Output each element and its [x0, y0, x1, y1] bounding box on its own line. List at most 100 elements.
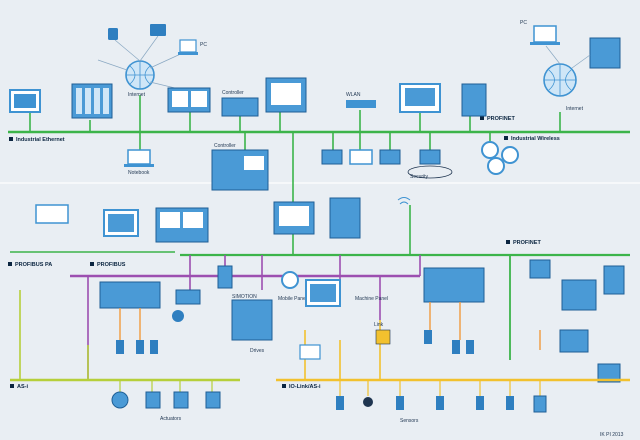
plc-rack-mid-icon [329, 197, 361, 239]
industrial-ethernet-label: Industrial Ethernet [16, 137, 65, 143]
process-station-icon [35, 204, 69, 224]
iolink-master-icon [533, 395, 547, 413]
drives-icon [231, 299, 273, 341]
profibus-marker [90, 262, 94, 266]
profinet-top-marker [480, 116, 484, 120]
sensors-label: Sensors [400, 418, 419, 424]
mobile-panel-label: Mobile Panel [278, 296, 307, 302]
orange-drop-lines [119, 302, 541, 350]
switch-icon [379, 149, 401, 165]
scalance-icon [419, 149, 441, 165]
machine-hmi-screen-icon [279, 206, 309, 226]
profibus-pa-label: PROFIBUS PA [15, 262, 52, 268]
profinet-top-label: PROFINET [487, 116, 515, 122]
panel-pc-screen-icon [271, 83, 301, 105]
scanner-icon [597, 363, 621, 383]
drives-label: Drives [250, 348, 265, 354]
internet-right-link-a [545, 45, 561, 65]
wireless-marker [504, 136, 508, 140]
et200-rack-icon [423, 267, 485, 303]
scada-screen-a-icon [160, 212, 180, 228]
asi-motor-icon [111, 391, 129, 409]
sensor-b-icon [363, 397, 373, 407]
sensor-c-icon [396, 396, 404, 410]
simotion-icon [217, 265, 233, 289]
asi-label: AS-i [17, 384, 28, 390]
notebook-icon [127, 149, 151, 165]
ipc-small-icon [299, 344, 321, 360]
copyright-label: IK PI 2013 [600, 432, 624, 438]
asi-module-c-icon [205, 391, 221, 409]
profibus-pa-marker [8, 262, 12, 266]
pc-right-base-icon [530, 42, 560, 45]
pc-right-label: PC [520, 20, 527, 26]
tablet-icon [150, 24, 166, 36]
profinet-mid-marker [506, 240, 510, 244]
internet-right-label: Internet [566, 106, 584, 112]
field-devices [116, 330, 474, 354]
industrial-ethernet-marker [9, 137, 13, 141]
profibus-label: PROFIBUS [97, 262, 126, 268]
io-module-b-icon [603, 265, 625, 295]
wlan-access-point-icon [346, 100, 376, 108]
asi-master-icon [375, 329, 391, 345]
internet-left-label: Internet [128, 92, 146, 98]
asi-marker [10, 384, 14, 388]
hmi-basic-icon [175, 289, 201, 305]
controller-top-icon [221, 97, 259, 117]
pc-top-icon [179, 39, 197, 53]
controller-mid-screen-icon [244, 156, 264, 170]
controller-top-label: Controller [222, 90, 244, 96]
hmi-screen-a-icon [172, 91, 188, 107]
iolink-drop-lines [339, 380, 541, 396]
pc-top-base-icon [178, 52, 198, 55]
machine-panel-screen-icon [310, 284, 336, 302]
globe-grid-right [544, 64, 576, 96]
hmi-screen-b-icon [191, 91, 207, 107]
robot-controller-icon [561, 279, 597, 311]
asi-module-b-icon [173, 391, 189, 409]
pc-right-icon [533, 25, 557, 43]
controller-cabinet-icon [461, 83, 487, 117]
globe-grid-left [126, 61, 154, 89]
io-module-a-icon [529, 259, 551, 279]
engineering-screen-icon [108, 214, 134, 232]
industrial-wireless-label: Industrial Wireless [511, 136, 560, 142]
sensor-f-icon [506, 396, 514, 410]
remote-terminal-icon [349, 149, 373, 165]
wifi-icon [397, 197, 411, 205]
notebook-label: Notebook [128, 170, 150, 176]
controller-mid-label: Controller [214, 143, 236, 149]
pc-top-label: PC [200, 42, 207, 48]
asi-drop-lines [119, 380, 213, 392]
security-module-icon [321, 149, 343, 165]
wireless-client-c-icon [487, 157, 505, 175]
internet-right-link-b [571, 54, 591, 69]
server-rack-slots-icon [76, 88, 109, 114]
machine-panel-label: Machine Panel [355, 296, 388, 302]
actuators-label: Actuators [160, 416, 182, 422]
iolink-marker [282, 384, 286, 388]
lime-drop-lines [19, 290, 89, 380]
operator-station-screen-icon [14, 94, 36, 108]
wireless-client-a-icon [481, 141, 499, 159]
wlan-label: WLAN [346, 92, 361, 98]
scada-monitor-screen-icon [405, 88, 435, 106]
distributed-io-icon [99, 281, 161, 309]
link-label: Link [374, 322, 384, 328]
mobile-panel-icon [281, 271, 299, 289]
asi-module-a-icon [145, 391, 161, 409]
remote-rack-icon [589, 37, 621, 69]
cnc-controller-icon [559, 329, 589, 353]
sensor-e-icon [476, 396, 484, 410]
wireless-cloud-icon [407, 165, 453, 179]
notebook-base-icon [124, 164, 154, 167]
smartphone-icon [108, 28, 118, 40]
iolink-label: IO-Link/AS-i [289, 384, 321, 390]
motor-icon [172, 310, 184, 322]
sensor-a-icon [336, 396, 344, 410]
sensor-d-icon [436, 396, 444, 410]
profinet-mid-label: PROFINET [513, 240, 541, 246]
